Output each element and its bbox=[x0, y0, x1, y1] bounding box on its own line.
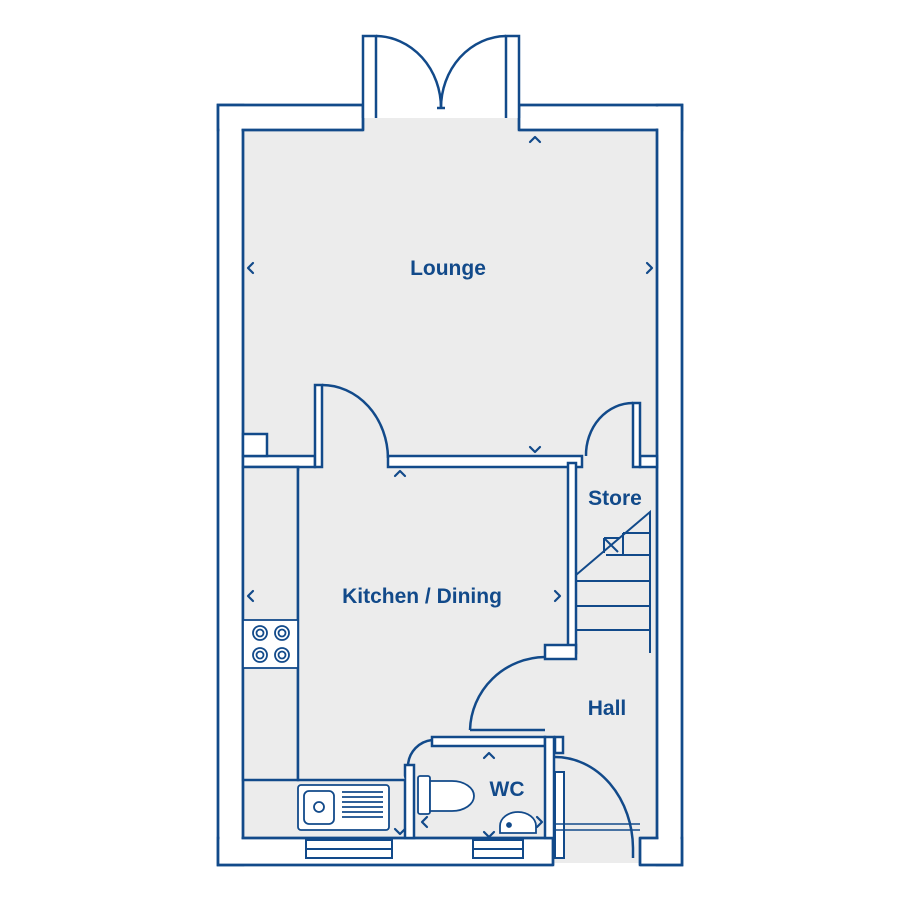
label-kitchen-dining: Kitchen / Dining bbox=[342, 585, 502, 608]
wall-hall-stub bbox=[553, 735, 565, 755]
wall-wc-top bbox=[430, 735, 547, 748]
hob-icon bbox=[242, 619, 299, 669]
front-door-leaf bbox=[554, 771, 565, 859]
label-wc: WC bbox=[490, 778, 525, 801]
wall-lounge-kitchen-left bbox=[241, 454, 317, 469]
toilet-icon bbox=[417, 775, 475, 815]
store-floor bbox=[573, 463, 657, 653]
hall-threshold bbox=[553, 823, 640, 831]
wall-kitchen-store bbox=[566, 461, 578, 655]
wall-lounge-kitchen-mid bbox=[386, 454, 584, 469]
door-jamb-store bbox=[631, 401, 642, 469]
wall-wc-left bbox=[403, 763, 416, 840]
outer-wall-lines bbox=[216, 103, 684, 867]
dimension-arrow-icon bbox=[246, 135, 654, 839]
sink-icon bbox=[297, 784, 390, 831]
label-lounge: Lounge bbox=[410, 257, 486, 280]
window-wc-icon bbox=[472, 839, 524, 859]
door-swing-icon bbox=[321, 383, 635, 858]
wall-lounge-store-right bbox=[638, 454, 659, 469]
window-kitchen-icon bbox=[305, 839, 393, 859]
wall-pier bbox=[241, 432, 269, 458]
wall-kitchen-hall-stub bbox=[543, 643, 578, 661]
french-doors-icon bbox=[361, 34, 521, 118]
lounge-floor bbox=[243, 118, 657, 463]
wall-wc-right bbox=[543, 735, 556, 840]
kitchen-bottom-worktop bbox=[296, 467, 405, 782]
door-jamb-kitchen bbox=[313, 383, 324, 469]
room-labels: Lounge Kitchen / Dining Store Hall WC bbox=[342, 257, 642, 801]
basin-icon bbox=[499, 811, 537, 834]
staircase-icon bbox=[575, 509, 651, 653]
label-hall: Hall bbox=[588, 697, 627, 720]
label-store: Store bbox=[588, 487, 642, 510]
